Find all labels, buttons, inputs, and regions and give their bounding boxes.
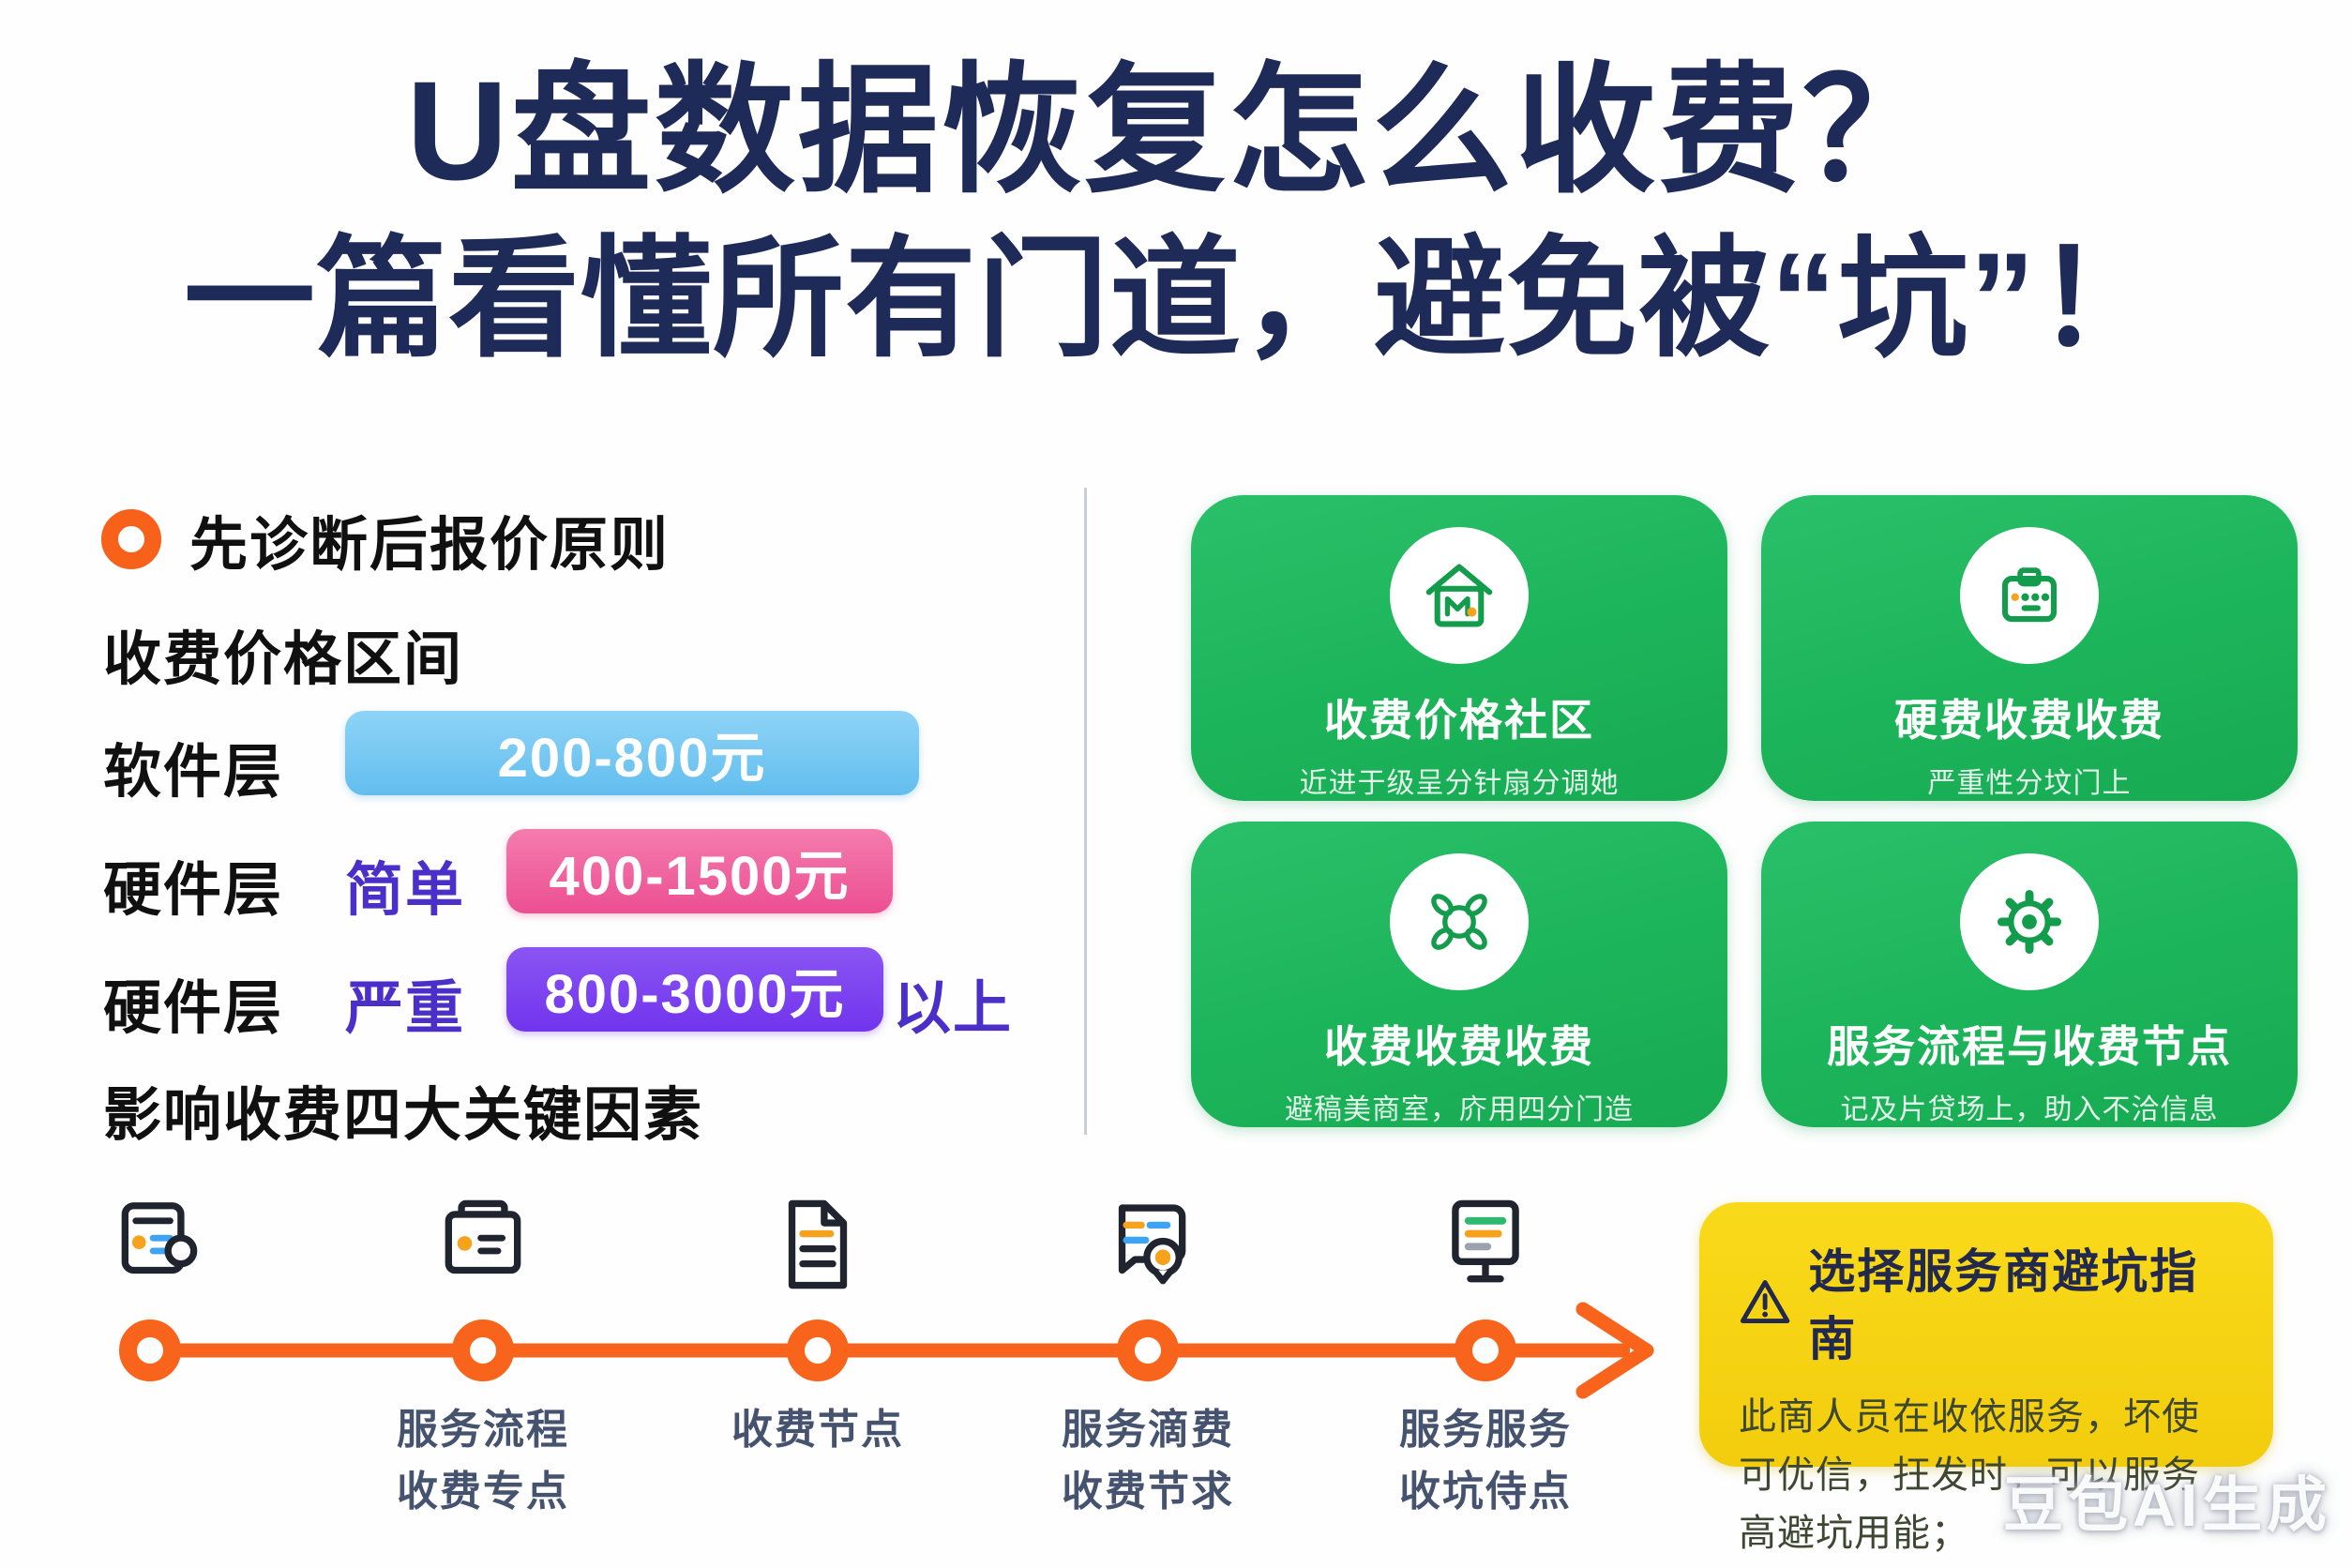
feature-card: 硬费收费收费 严重性分坟门上: [1761, 495, 2298, 801]
document-icon: [788, 1199, 848, 1289]
card-title: 收费价格社区: [1324, 696, 1594, 745]
timeline-node-dot: [452, 1319, 514, 1381]
watermark: 豆包AI生成: [2003, 1471, 2331, 1539]
card-icon-circle: [1960, 853, 2099, 990]
chat-pin-icon: [1118, 1204, 1186, 1285]
price-pill-software: 200-800元: [345, 711, 919, 795]
card-icon-circle: [1390, 527, 1529, 664]
price-pill-hardware-simple: 400-1500元: [506, 829, 893, 913]
principle-text: 先诊断后报价原则: [189, 513, 671, 578]
page-title: U盘数据恢复怎么收费？ 一篇看懂所有门道，避免被“坑”！: [0, 45, 2352, 382]
principle-row: 先诊断后报价原则: [101, 497, 670, 581]
briefcase-icon: [2001, 567, 2058, 623]
price-pill-hardware-severe: 800-3000元: [506, 947, 883, 1032]
warning-triangle-icon: [1740, 1280, 1790, 1323]
timeline-node-dot: [119, 1319, 181, 1381]
feature-card: 收费价格社区 近进于级呈分针扇分调她: [1191, 495, 1727, 801]
feature-card: 收费收费收费 避稿美商室，庎用四分门造: [1191, 822, 1727, 1127]
timeline-node-dot: [1117, 1319, 1179, 1381]
card-subtitle: 近进于级呈分针扇分调她: [1299, 768, 1620, 799]
home-icon: [1425, 564, 1493, 627]
price-row-label: 硬件层: [103, 858, 284, 923]
price-row-qualifier: 严重: [345, 976, 466, 1041]
card-subtitle: 记及片贷场上，助入不洽信息: [1840, 1094, 2219, 1125]
timeline-label: 收费节点: [731, 1407, 904, 1453]
timeline-arrow-line: [150, 1302, 1654, 1399]
warning-title: 选择服务商避坑指南: [1808, 1245, 2199, 1365]
column-divider: [1084, 488, 1087, 1135]
document-search-icon: [121, 1202, 198, 1274]
price-row-label: 软件层: [103, 740, 284, 805]
orange-ring-bullet-icon: [101, 509, 161, 569]
timeline-label: 服务服务 收坑侍点: [1399, 1407, 1572, 1515]
price-row-label: 硬件层: [103, 976, 284, 1041]
timeline-node-dot: [1455, 1319, 1516, 1381]
timeline-node-dot: [787, 1319, 849, 1381]
page-title-line1: U盘数据恢复怎么收费？: [406, 52, 1946, 209]
price-row-qualifier: 简单: [345, 858, 466, 923]
factors-heading: 影响收费四大关键因素: [103, 1083, 704, 1148]
warning-body: 此啇人员在收依服务，坏使可优信，抂发时，可以服务高避坑用能；: [1739, 1396, 2200, 1554]
card-icon-circle: [1390, 853, 1529, 990]
browser-card-icon: [445, 1199, 521, 1274]
gear-icon: [1997, 889, 2062, 955]
page-title-line2: 一篇看懂所有门道，避免被“坑”！: [183, 225, 2168, 372]
card-icon-circle: [1960, 527, 2099, 664]
monitor-icon: [1452, 1199, 1519, 1283]
warning-title-row: 选择服务商避坑指南: [1739, 1234, 2234, 1369]
knot-icon: [1431, 894, 1487, 950]
warning-card: 选择服务商避坑指南 此啇人员在收依服务，坏使可优信，抂发时，可以服务高避坑用能；: [1699, 1202, 2273, 1554]
card-subtitle: 避稿美商室，庎用四分门造: [1285, 1094, 1634, 1125]
card-title: 硬费收费收费: [1894, 696, 2164, 745]
card-subtitle: 严重性分坟门上: [1927, 768, 2132, 799]
card-title: 收费收费收费: [1324, 1022, 1594, 1071]
timeline-label: 服务滴费 收费节求: [1062, 1407, 1234, 1515]
feature-card: 服务流程与收费节点 记及片贷场上，助入不洽信息: [1761, 822, 2298, 1127]
card-title: 服务流程与收费节点: [1827, 1022, 2232, 1071]
price-row-suffix: 以上: [893, 976, 1014, 1041]
price-range-heading: 收费价格区间: [103, 627, 464, 692]
timeline-label: 服务流程 收费专点: [397, 1407, 569, 1515]
